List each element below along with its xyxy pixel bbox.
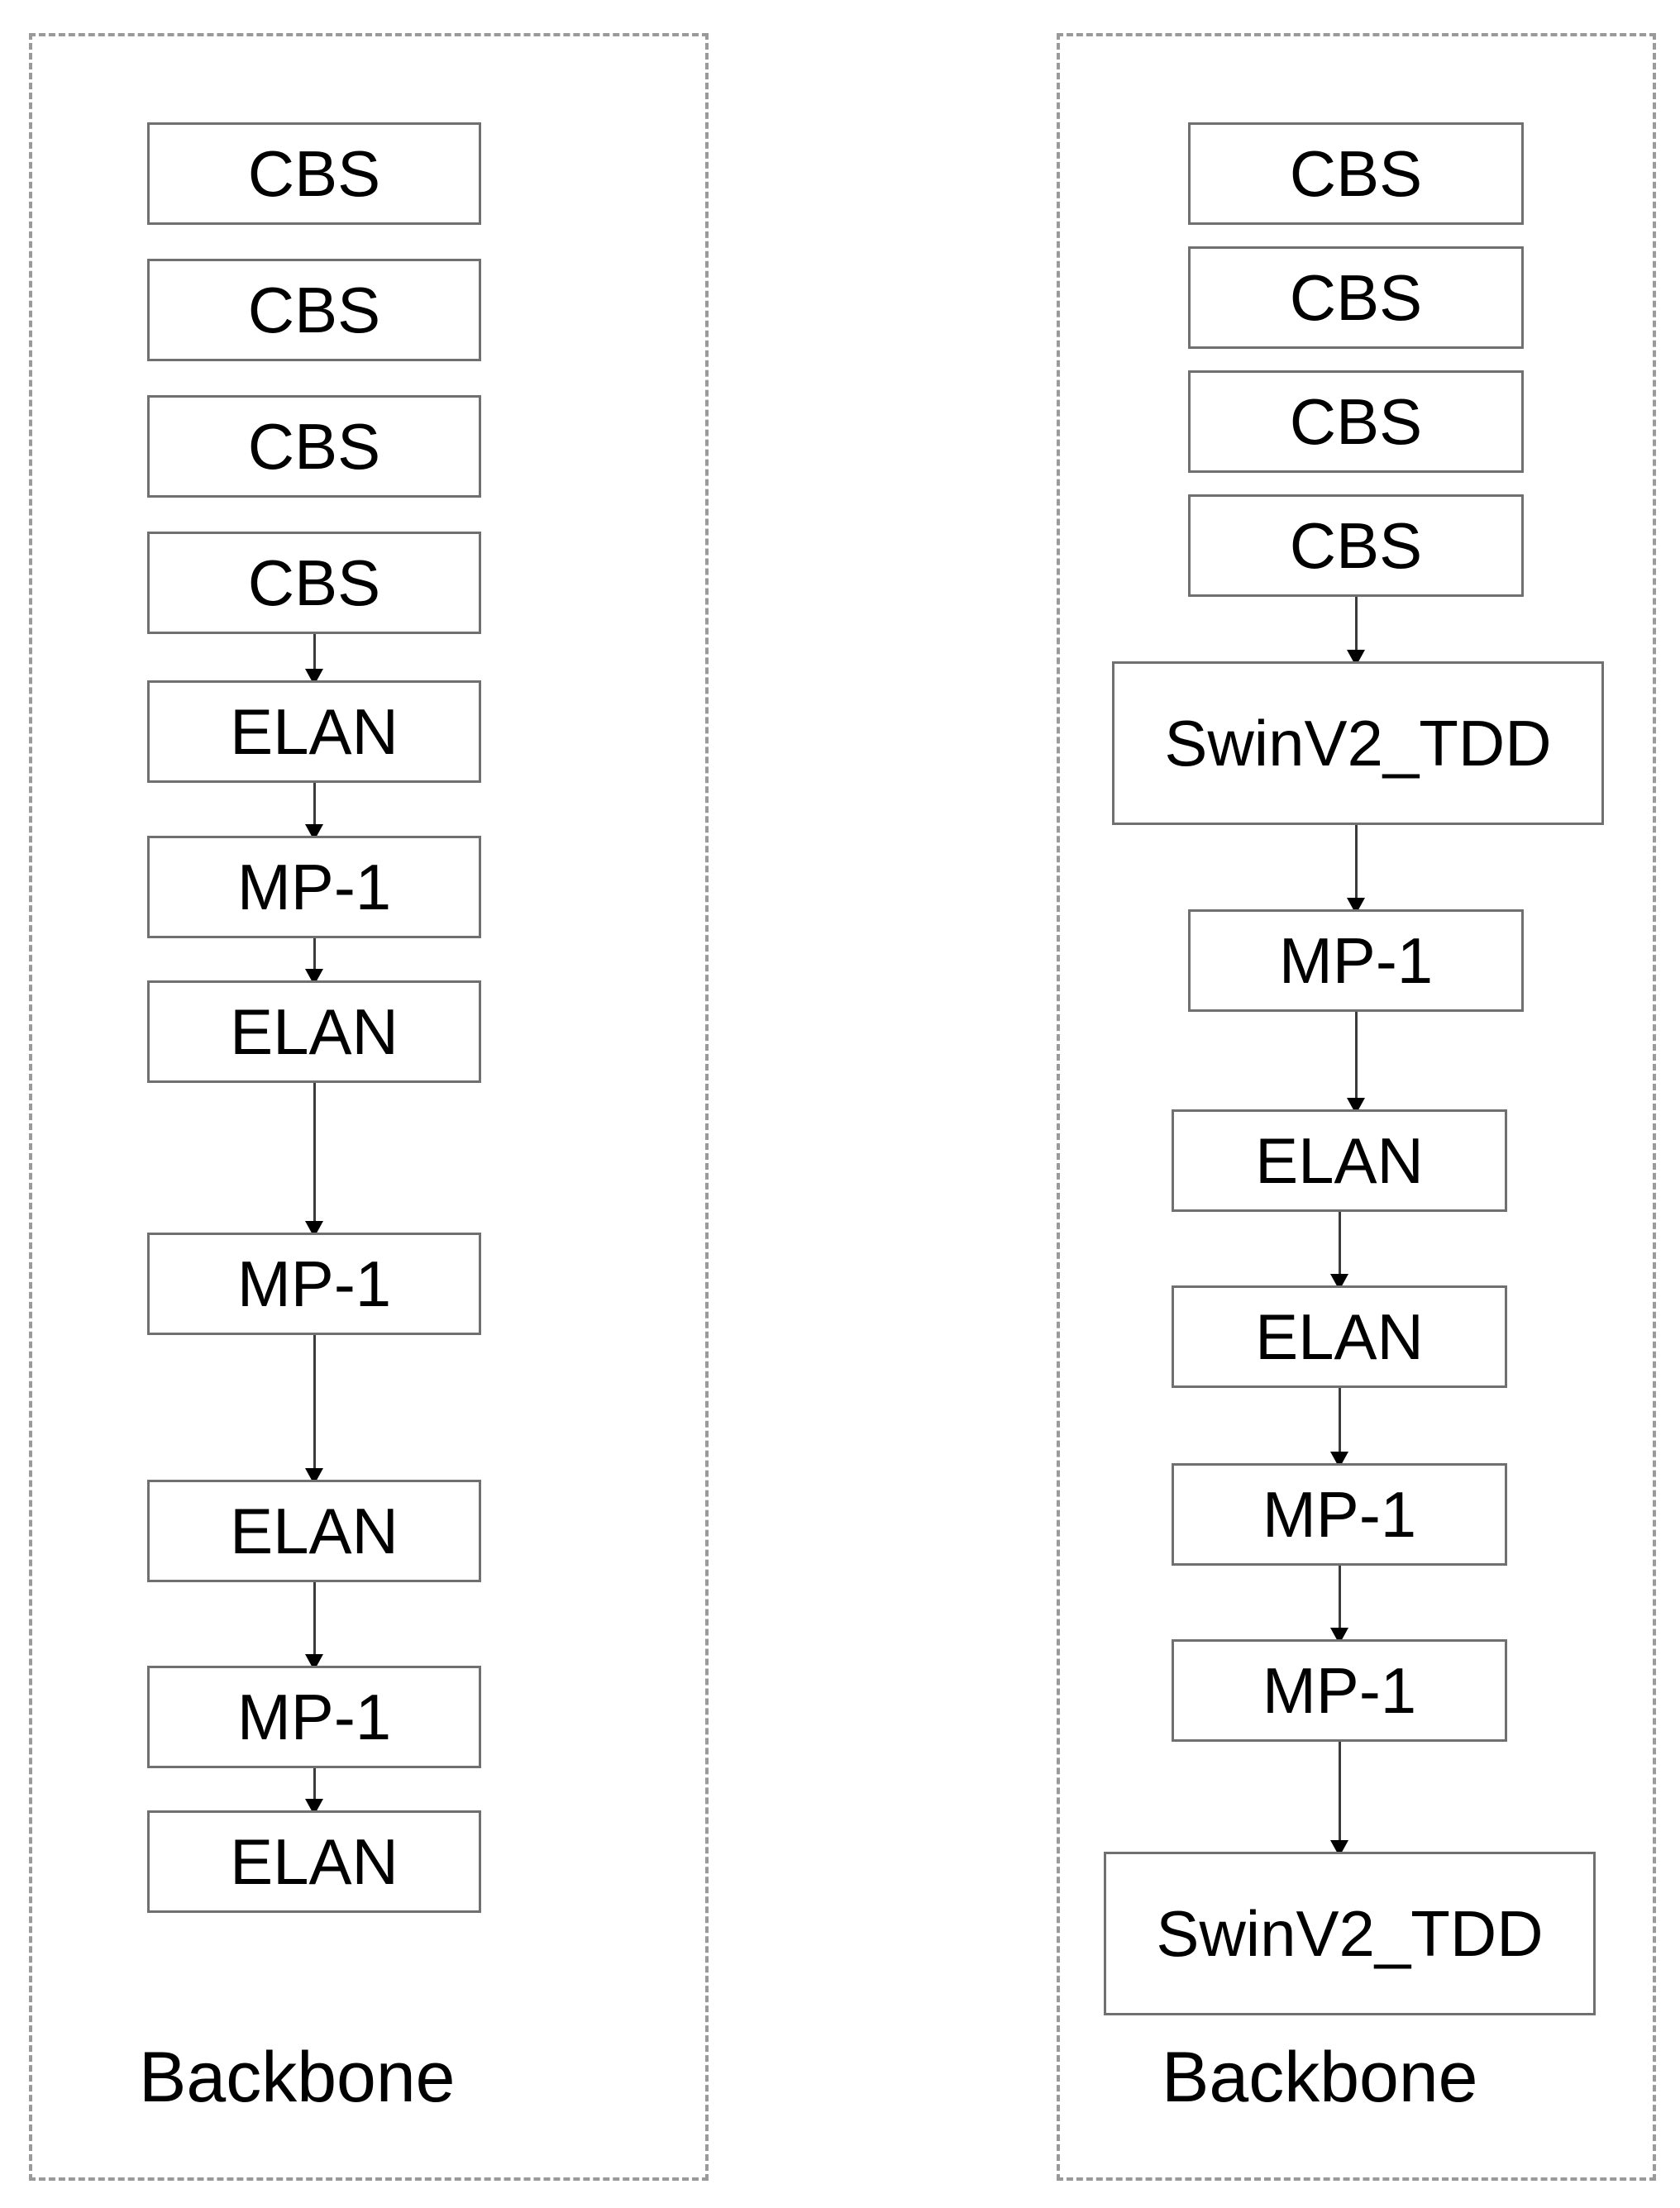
edge-r9-to-r10 — [1339, 1566, 1341, 1628]
layer-node-label: CBS — [247, 137, 381, 210]
layer-node-label: CBS — [1289, 509, 1423, 582]
layer-node-r2[interactable]: CBS — [1188, 246, 1524, 349]
edge-r7-to-r8 — [1339, 1212, 1341, 1274]
layer-node-r9[interactable]: MP-1 — [1172, 1463, 1507, 1566]
layer-node-label: ELAN — [230, 995, 399, 1068]
backbone-group-left — [29, 33, 709, 2181]
layer-node-r5[interactable]: SwinV2_TDD — [1112, 661, 1604, 825]
layer-node-l7[interactable]: ELAN — [147, 980, 481, 1083]
layer-node-l2[interactable]: CBS — [147, 259, 481, 361]
layer-node-label: ELAN — [230, 1495, 399, 1567]
layer-node-label: ELAN — [1255, 1124, 1424, 1197]
layer-node-label: CBS — [247, 274, 381, 346]
backbone-group-right — [1057, 33, 1656, 2181]
layer-node-label: ELAN — [230, 1825, 399, 1898]
layer-node-r7[interactable]: ELAN — [1172, 1109, 1507, 1212]
layer-node-l1[interactable]: CBS — [147, 122, 481, 225]
layer-node-r6[interactable]: MP-1 — [1188, 909, 1524, 1012]
layer-node-r4[interactable]: CBS — [1188, 494, 1524, 597]
layer-node-label: MP-1 — [236, 1247, 392, 1320]
layer-node-l4[interactable]: CBS — [147, 532, 481, 634]
layer-node-r8[interactable]: ELAN — [1172, 1285, 1507, 1388]
layer-node-label: ELAN — [230, 695, 399, 768]
layer-node-label: CBS — [1289, 385, 1423, 458]
layer-node-label: SwinV2_TDD — [1156, 1897, 1544, 1970]
layer-node-label: CBS — [247, 410, 381, 483]
layer-node-r1[interactable]: CBS — [1188, 122, 1524, 225]
layer-node-label: CBS — [247, 546, 381, 619]
edge-l5-to-l6 — [313, 783, 316, 824]
layer-node-l9[interactable]: ELAN — [147, 1480, 481, 1582]
layer-node-label: SwinV2_TDD — [1164, 707, 1552, 780]
edge-l9-to-l10 — [313, 1582, 316, 1654]
edge-l7-to-l8 — [313, 1083, 316, 1221]
layer-node-label: ELAN — [1255, 1300, 1424, 1373]
layer-node-label: MP-1 — [1278, 924, 1434, 997]
layer-node-r10[interactable]: MP-1 — [1172, 1639, 1507, 1742]
layer-node-l11[interactable]: ELAN — [147, 1810, 481, 1913]
edge-r5-to-r6 — [1355, 825, 1358, 898]
layer-node-l5[interactable]: ELAN — [147, 680, 481, 783]
layer-node-label: MP-1 — [236, 1681, 392, 1753]
layer-node-label: MP-1 — [236, 851, 392, 923]
backbone-group-label-right: Backbone — [1162, 2038, 1478, 2117]
layer-node-r3[interactable]: CBS — [1188, 370, 1524, 473]
layer-node-label: MP-1 — [1262, 1654, 1417, 1727]
edge-l8-to-l9 — [313, 1335, 316, 1468]
layer-node-l10[interactable]: MP-1 — [147, 1666, 481, 1768]
layer-node-l8[interactable]: MP-1 — [147, 1233, 481, 1335]
edge-l10-to-l11 — [313, 1768, 316, 1799]
edge-r6-to-r7 — [1355, 1012, 1358, 1098]
edge-r4-to-r5 — [1355, 597, 1358, 650]
layer-node-r11[interactable]: SwinV2_TDD — [1104, 1852, 1596, 2015]
backbone-group-label-left: Backbone — [139, 2038, 456, 2117]
edge-r8-to-r9 — [1339, 1388, 1341, 1452]
edge-r10-to-r11 — [1339, 1742, 1341, 1840]
edge-l4-to-l5 — [313, 634, 316, 669]
layer-node-label: MP-1 — [1262, 1478, 1417, 1551]
layer-node-l3[interactable]: CBS — [147, 395, 481, 498]
layer-node-label: CBS — [1289, 261, 1423, 334]
edge-l6-to-l7 — [313, 938, 316, 969]
layer-node-l6[interactable]: MP-1 — [147, 836, 481, 938]
layer-node-label: CBS — [1289, 137, 1423, 210]
